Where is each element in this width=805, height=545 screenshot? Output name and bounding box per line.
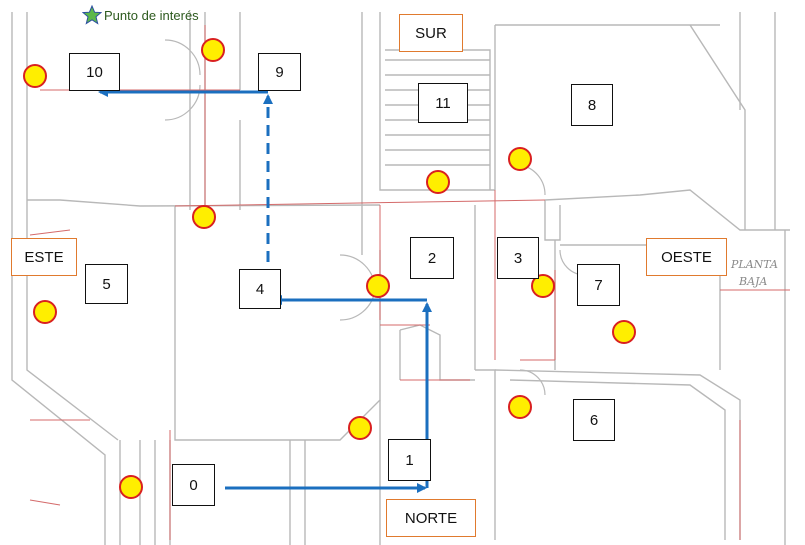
room-label-2: 2 <box>410 237 454 279</box>
plan-caption-line2: BAJA <box>739 275 768 288</box>
room-label-6: 6 <box>573 399 615 441</box>
plan-caption-line1: PLANTA <box>731 258 778 271</box>
poi-marker <box>119 475 143 499</box>
room-label-3: 3 <box>497 237 539 279</box>
direction-north: NORTE <box>386 499 476 537</box>
poi-marker <box>192 205 216 229</box>
direction-east: ESTE <box>11 238 77 276</box>
poi-marker <box>508 147 532 171</box>
room-label-4: 4 <box>239 269 281 309</box>
room-label-7: 7 <box>577 264 620 306</box>
route-arrows <box>98 87 432 493</box>
star-icon <box>82 5 102 25</box>
poi-marker <box>348 416 372 440</box>
poi-marker <box>366 274 390 298</box>
room-label-11: 11 <box>418 83 468 123</box>
poi-marker <box>612 320 636 344</box>
room-label-9: 9 <box>258 53 301 91</box>
poi-marker <box>508 395 532 419</box>
direction-south: SUR <box>399 14 463 52</box>
poi-marker <box>201 38 225 62</box>
points-of-interest <box>23 38 636 499</box>
poi-marker <box>426 170 450 194</box>
poi-marker <box>23 64 47 88</box>
room-label-10: 10 <box>69 53 120 91</box>
direction-west: OESTE <box>646 238 727 276</box>
plan-caption: PLANTA BAJA <box>731 258 778 288</box>
room-label-1: 1 <box>388 439 431 481</box>
room-label-0: 0 <box>172 464 215 506</box>
poi-marker <box>33 300 57 324</box>
room-label-8: 8 <box>571 84 613 126</box>
poi-marker <box>531 274 555 298</box>
legend: Punto de interés <box>82 5 199 25</box>
legend-label: Punto de interés <box>104 7 199 23</box>
room-label-5: 5 <box>85 264 128 304</box>
